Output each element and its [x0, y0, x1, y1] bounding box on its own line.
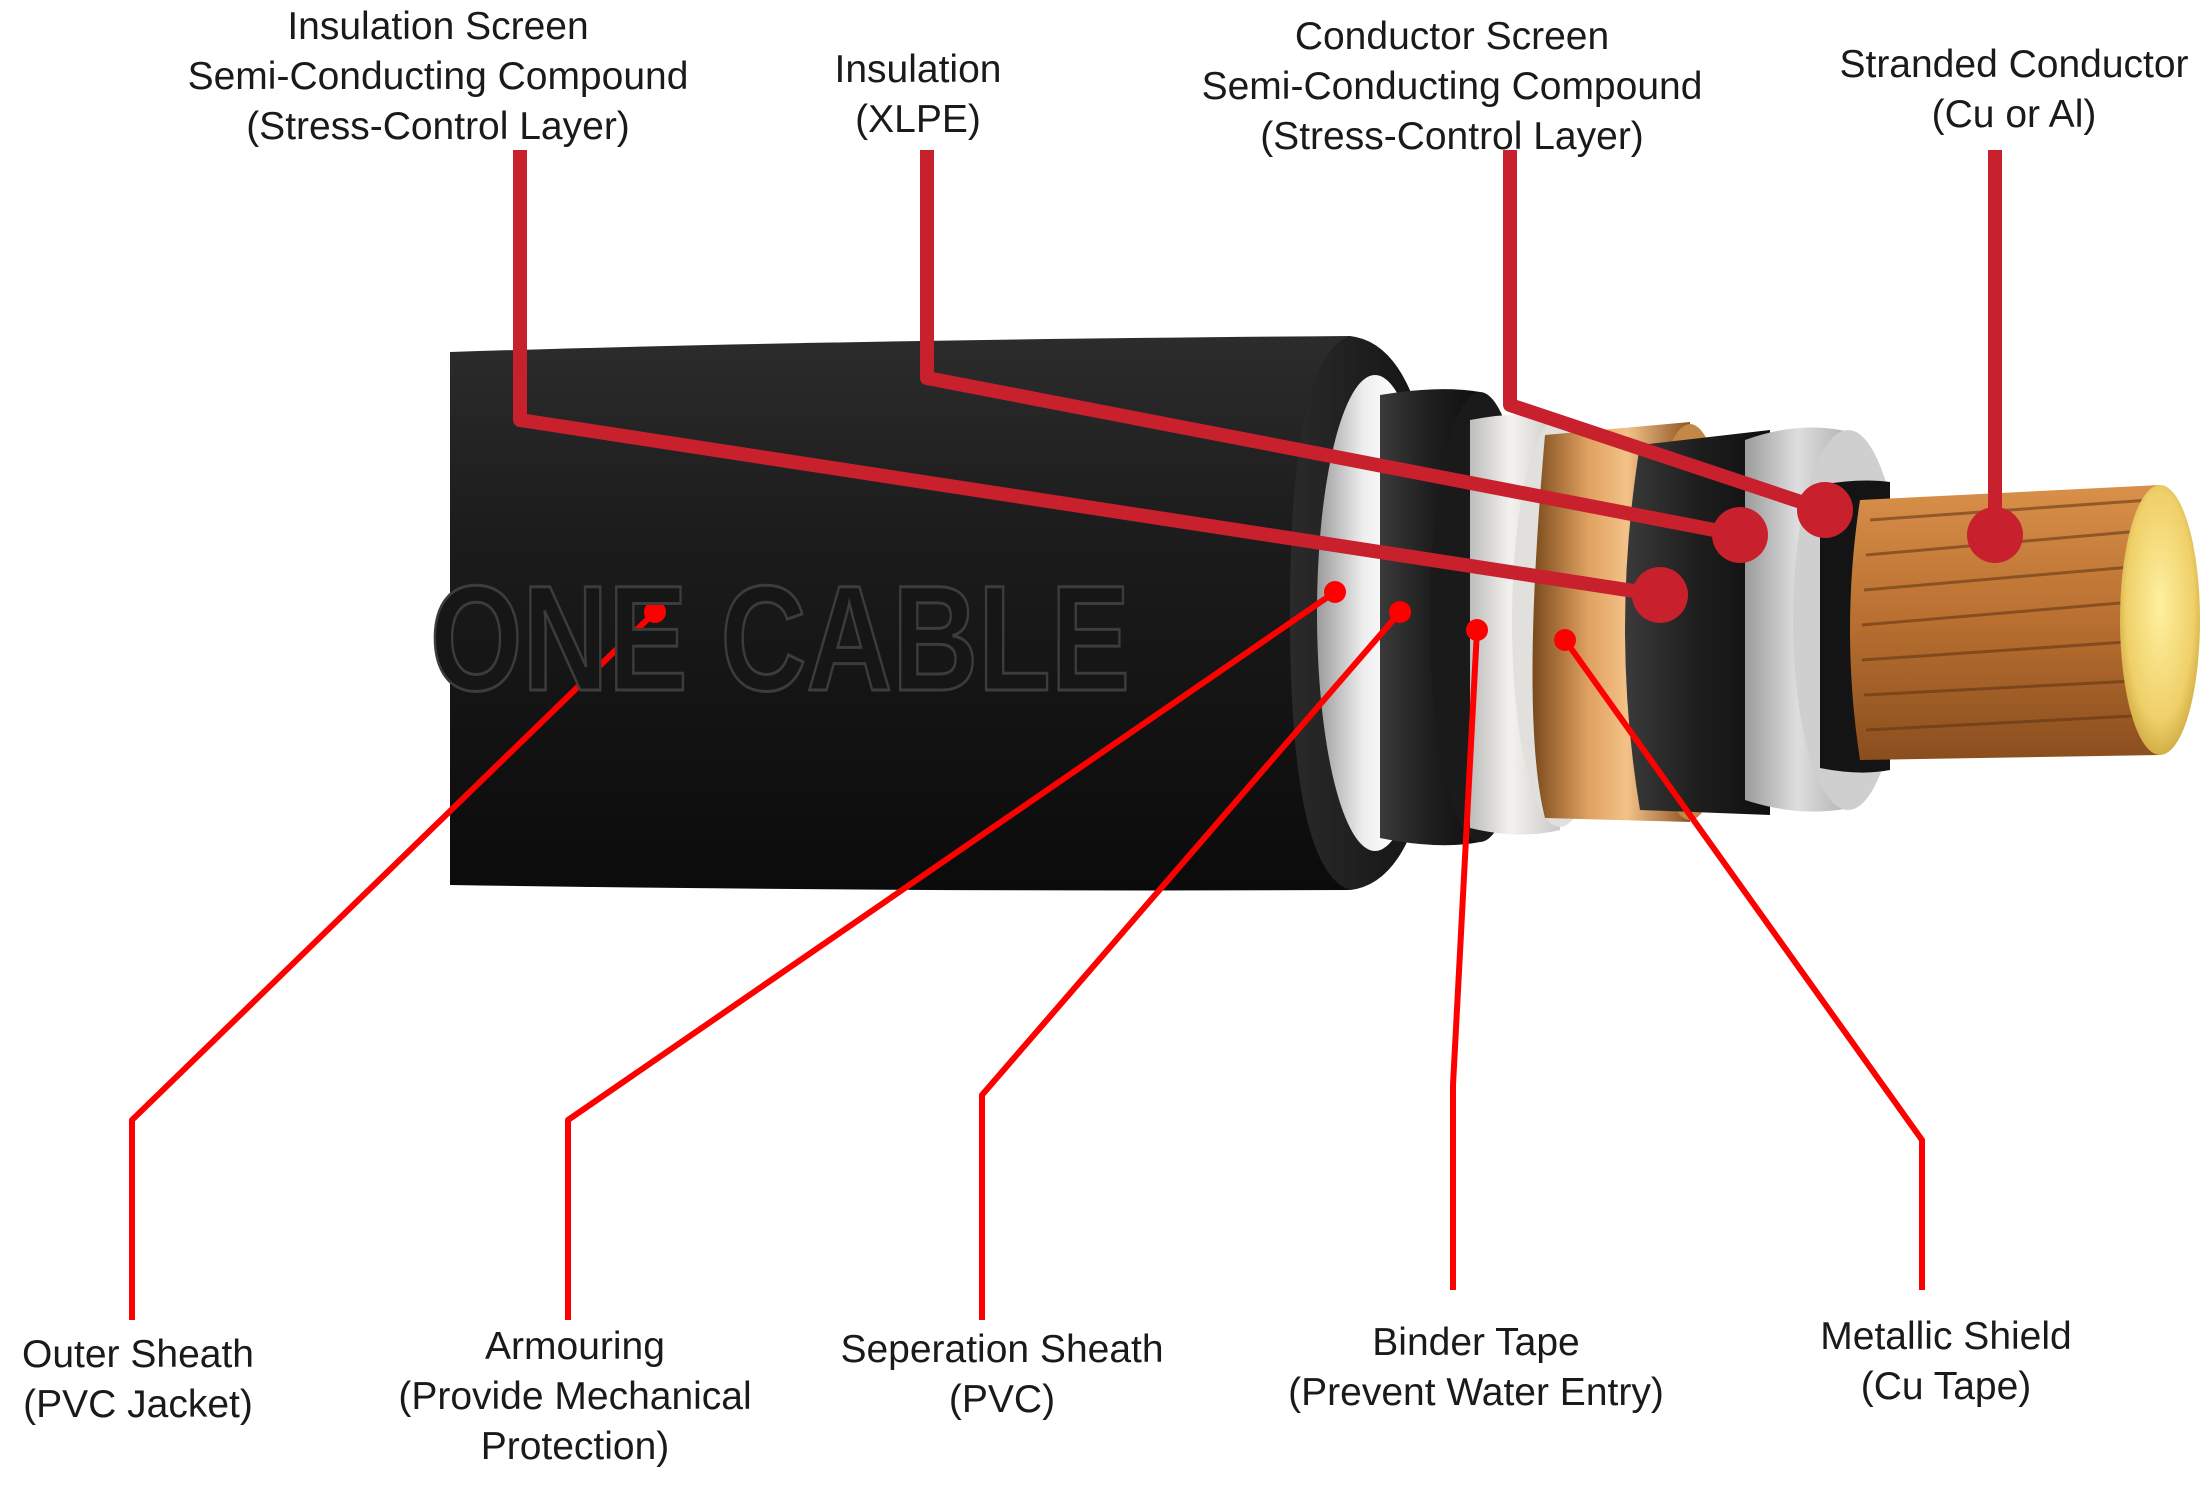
label-line: Binder Tape	[1372, 1321, 1580, 1364]
callout-dot-binder-tape	[1466, 619, 1488, 641]
callout-dot-outer-sheath	[644, 601, 666, 623]
label-insulation-screen: Insulation Screen Semi-Conducting Compou…	[188, 2, 689, 152]
callout-line-conductor-screen	[1503, 150, 1828, 517]
callout-dot-metallic-shield	[1554, 629, 1576, 651]
label-stranded-conductor: Stranded Conductor (Cu or Al)	[1839, 40, 2188, 140]
label-line: Semi-Conducting Compound	[187, 55, 689, 98]
callout-line-outer-sheath	[129, 609, 658, 1320]
callout-line-binder-tape	[1450, 629, 1480, 1290]
brand-text: ONE CABLE	[430, 554, 1130, 722]
callout-line-armouring	[565, 589, 1337, 1320]
outer-sheath-body	[450, 336, 1350, 891]
label-line: (Provide Mechanical	[398, 1375, 752, 1418]
label-line: (Cu Tape)	[1860, 1365, 2032, 1408]
label-line: Semi-Conducting Compound	[1201, 65, 1703, 108]
label-separation-sheath: Seperation Sheath (PVC)	[840, 1325, 1163, 1425]
label-line: Conductor Screen	[1294, 15, 1610, 58]
callout-dot-insulation	[1712, 507, 1768, 563]
label-line: (Stress-Control Layer)	[1260, 115, 1644, 158]
callout-dot-armouring	[1324, 581, 1346, 603]
label-conductor-screen: Conductor Screen Semi-Conducting Compoun…	[1202, 12, 1703, 162]
label-metallic-shield: Metallic Shield (Cu Tape)	[1820, 1312, 2071, 1412]
label-line: Seperation Sheath	[840, 1328, 1164, 1371]
callout-dot-separation-sheath	[1389, 601, 1411, 623]
callout-dot-conductor-screen	[1797, 482, 1853, 538]
label-armouring: Armouring (Provide Mechanical Protection…	[398, 1322, 751, 1472]
callout-line-metallic-shield	[1562, 638, 1925, 1290]
label-line: Outer Sheath	[22, 1333, 254, 1376]
callout-line-separation-sheath	[979, 610, 1403, 1320]
callout-line-insulation	[920, 150, 1742, 542]
label-line: Armouring	[485, 1325, 665, 1368]
callout-dot-stranded-conductor	[1967, 507, 2023, 563]
label-line: Insulation Screen	[287, 5, 589, 48]
conductor-core	[2120, 485, 2200, 755]
label-line: Metallic Shield	[1820, 1315, 2072, 1358]
label-line: Insulation	[834, 48, 1002, 91]
label-line: (Prevent Water Entry)	[1288, 1371, 1664, 1414]
label-line: (PVC Jacket)	[23, 1383, 253, 1426]
callout-dot-insulation-screen	[1632, 567, 1688, 623]
label-binder-tape: Binder Tape (Prevent Water Entry)	[1288, 1318, 1664, 1418]
label-line: Stranded Conductor	[1839, 43, 2189, 86]
label-insulation: Insulation (XLPE)	[835, 45, 1002, 145]
label-line: Protection)	[480, 1425, 670, 1468]
label-outer-sheath: Outer Sheath (PVC Jacket)	[22, 1330, 254, 1430]
label-line: (Stress-Control Layer)	[246, 105, 630, 148]
label-line: (XLPE)	[855, 98, 981, 141]
label-line: (Cu or Al)	[1931, 93, 2097, 136]
callout-line-insulation-screen	[513, 150, 1662, 602]
label-line: (PVC)	[948, 1378, 1056, 1421]
